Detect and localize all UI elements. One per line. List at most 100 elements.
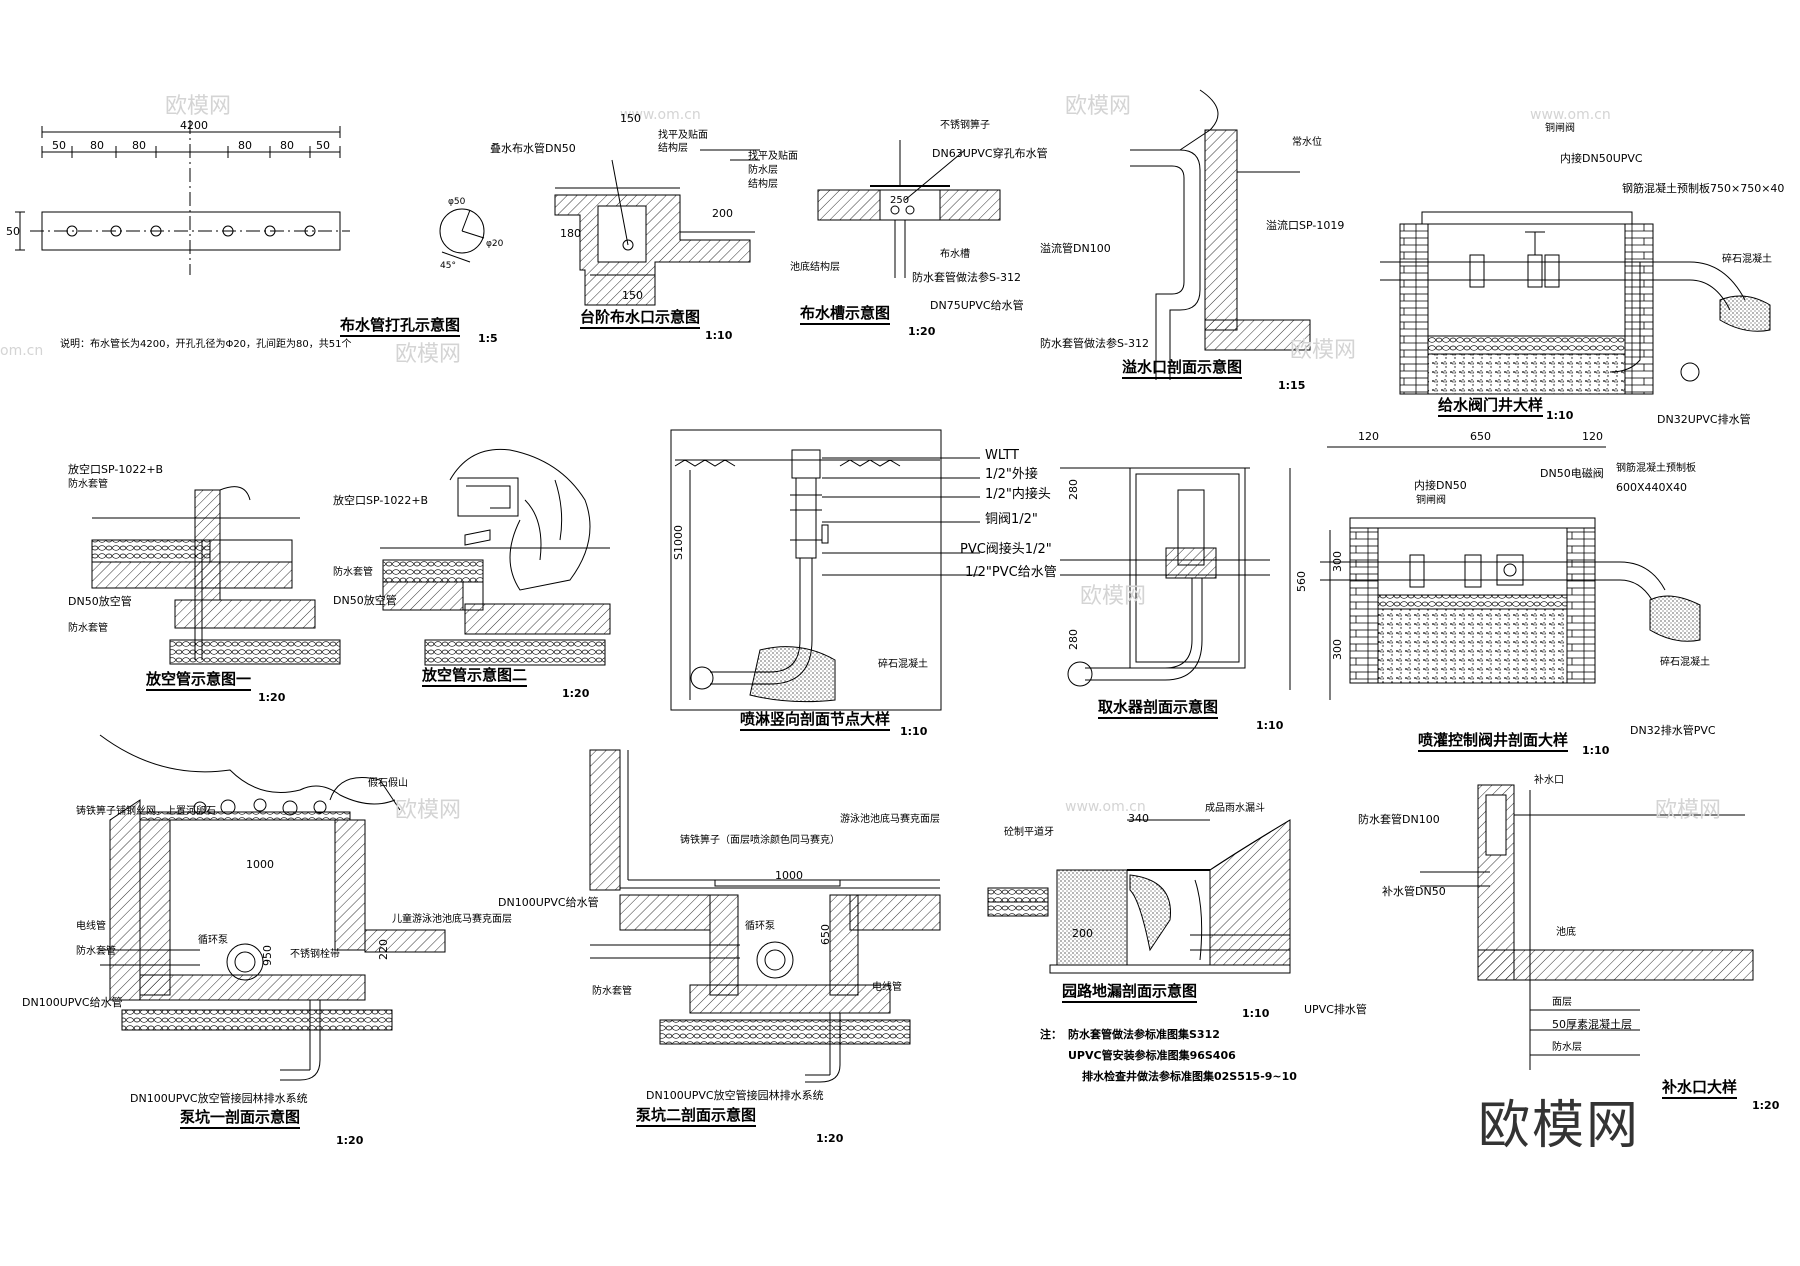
dim-side: 50 [6,225,20,238]
notes-line-2: UPVC管安装参标准图集96S406 [1068,1049,1236,1062]
sprinkler-label-4: 铜阀1/2" [985,512,1038,527]
ctrlwell-scale: 1:10 [1582,744,1610,757]
pump1-label-1: 假石假山 [368,778,408,789]
sprinkler-label-3: 1/2"内接头 [985,487,1051,502]
ctrlwell-label-7: DN32排水管PVC [1630,724,1716,737]
supply-label-1: 补水口 [1534,775,1564,786]
valvewell-scale: 1:10 [1546,409,1574,422]
garden-floor-drain-section [987,819,1291,974]
valvewell-label-5: DN32UPVC排水管 [1657,413,1751,426]
ctrlwell-dim-2: 650 [1470,430,1491,443]
supply-title: 补水口大样 [1662,1080,1738,1099]
sprinkler-label-1: WLTT [985,448,1019,463]
ctrlwell-label-4: 钢筋混凝土预制板 [1616,463,1696,474]
pump1-label-7: 儿童游泳池池底马赛克面层 [392,914,512,925]
pump2-dim-1: 1000 [775,869,803,882]
valvewell-title: 给水阀门井大样 [1438,398,1544,417]
drain1-label-1: 放空口SP-1022+B [68,463,164,476]
watermark-brand: 欧模网 [165,94,232,119]
ctrlwell-title: 喷灌控制阀井剖面大样 [1418,733,1569,752]
pipe-perforation-diagram [15,120,485,275]
step-water-outlet-diagram [554,149,760,306]
trough-dim-1: 250 [890,195,910,206]
trough-label-5: 防水套管做法参S-312 [912,271,1021,284]
overflow-title: 溢水口剖面示意图 [1122,360,1243,379]
overflow-label-3: 溢流口SP-1019 [1266,219,1345,232]
pump1-scale: 1:20 [336,1134,364,1147]
pump-pit-2-section [589,749,941,1083]
sprinkler-vertical-section [670,429,980,711]
pump1-label-4: 防水套管 [76,946,116,957]
watermark-brand: 欧模网 [1080,584,1147,609]
ctrlwell-label-2: 铜闸阀 [1416,495,1446,506]
step-label-3: 结构层 [658,143,688,154]
pump2-label-5: 防水套管 [592,986,632,997]
pump2-label-7: DN100UPVC放空管接园林排水系统 [646,1089,824,1102]
step-dim-2: 180 [560,227,581,240]
intake-dim-2: 280 [1067,629,1080,650]
drain2-label-3: DN50放空管 [333,594,397,607]
supply-label-5: 面层 [1552,997,1572,1008]
pump1-label-6: 不锈钢栓带 [290,949,340,960]
pump2-scale: 1:20 [816,1132,844,1145]
pipe-title: 布水管打孔示意图 [340,318,461,337]
drain2-title: 放空管示意图二 [422,668,528,687]
pump1-label-3: 电线管 [76,921,106,932]
notes-line-1: 防水套管做法参标准图集S312 [1068,1028,1220,1041]
supply-label-4: 池底 [1556,927,1576,938]
overflow-outlet-diagram [1130,89,1311,380]
sprinkler-label-7: 碎石混凝土 [878,659,928,670]
ctrlwell-dim-5: 300 [1331,639,1344,660]
pump2-label-4: 循环泵 [745,921,775,932]
floordrain-label-1: 砼制平道牙 [1004,827,1054,838]
pump2-title: 泵坑二剖面示意图 [636,1108,757,1127]
floordrain-scale: 1:10 [1242,1007,1270,1020]
notes-title: 注： [1040,1028,1062,1041]
step-dim-4: 200 [712,207,733,220]
supply-label-6: 50厚素混凝土层 [1552,1018,1632,1031]
step-title: 台阶布水口示意图 [580,310,701,329]
pump1-label-5: 循环泵 [198,935,228,946]
pump-pit-1-section [99,734,446,1081]
valvewell-label-3: 钢筋混凝土预制板750×750×40 [1622,182,1785,195]
dim-angle: 45° [440,261,456,271]
ctrlwell-label-3: DN50电磁阀 [1540,467,1604,480]
drain-pipe-diagram-2 [380,448,611,666]
pump2-label-2: 游泳池池底马赛克面层 [840,814,940,825]
pump1-label-9: DN100UPVC放空管接园林排水系统 [130,1092,308,1105]
ctrlwell-dim-3: 120 [1582,430,1603,443]
pipe-note: 说明：布水管长为4200，开孔孔径为Φ20，孔间距为80，共51个 [60,339,352,350]
ctrlwell-label-6: 碎石混凝土 [1660,657,1710,668]
pump2-label-6: 电线管 [872,982,902,993]
pump1-title: 泵坑一剖面示意图 [180,1110,301,1129]
pump1-dim-2: 950 [261,945,274,966]
floordrain-label-2: 成品雨水漏斗 [1205,803,1265,814]
dim-80b: 80 [132,139,146,152]
valvewell-label-4: 碎石混凝土 [1722,254,1772,265]
watermark-brand: 欧模网 [395,798,462,823]
watermark-large-brand: 欧模网 [1478,1096,1641,1156]
ctrlwell-label-1: 内接DN50 [1414,479,1467,492]
water-trough-diagram [817,140,1001,278]
step-label-6: 结构层 [748,179,778,190]
water-valve-well-diagram [1380,211,1771,395]
notes-line-3: 排水检查井做法参标准图集02S515-9~10 [1082,1070,1297,1083]
pipe-scale: 1:5 [478,332,498,345]
dim-80d: 80 [280,139,294,152]
dim-phi50: φ50 [448,197,466,207]
pump2-label-1: 铸铁箅子（面层喷涂颜色同马赛克） [680,835,840,846]
step-label-1: 叠水布水管DN50 [490,142,576,155]
dim-total: 4200 [180,119,208,132]
ctrlwell-dim-1: 120 [1358,430,1379,443]
watermark-brand: 欧模网 [395,342,462,367]
intake-dim-3: 560 [1295,571,1308,592]
watermark-brand: 欧模网 [1290,338,1357,363]
step-label-4: 找平及贴面 [748,151,798,162]
trough-label-6: DN75UPVC给水管 [930,299,1024,312]
floordrain-title: 园路地漏剖面示意图 [1062,984,1198,1003]
pump2-label-3: DN100UPVC给水管 [498,896,599,909]
valvewell-label-1: 铜闸阀 [1545,123,1575,134]
step-label-2: 找平及贴面 [658,130,708,141]
overflow-label-1: 溢流管DN100 [1040,242,1111,255]
